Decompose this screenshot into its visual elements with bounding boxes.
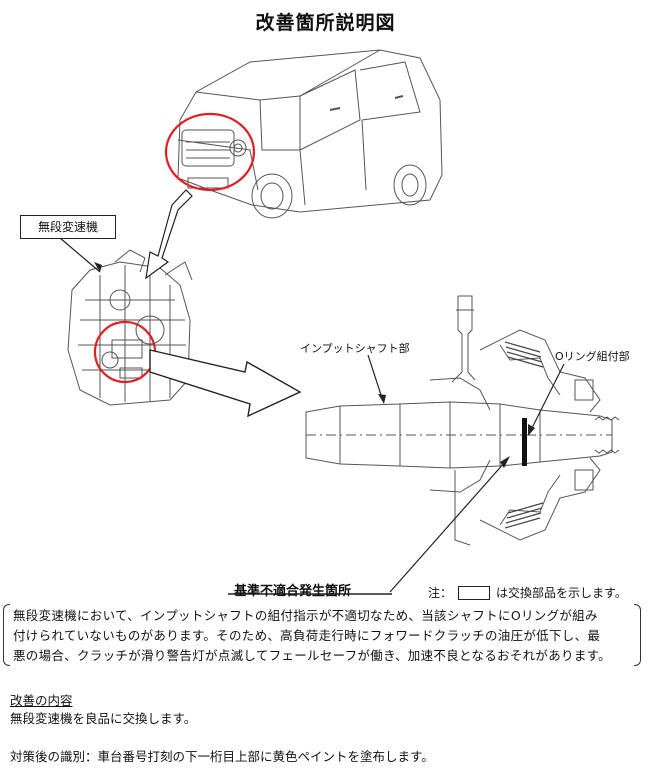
arrow-transmission-to-section [149,349,302,418]
oring-label: Oリング組付部 [555,350,630,363]
description-bracket-left [3,604,10,666]
identification-text: 対策後の識別：車台番号打刻の下一桁目上部に黄色ペイントを塗布します。 [10,749,434,764]
transmission-label: 無段変速機 [20,215,116,239]
legend-suffix: は交換部品を示します。 [496,586,627,600]
legend-swatch [458,585,491,600]
legend-prefix: 注： [428,586,453,600]
improvement-heading: 改善の内容 [10,693,73,708]
car-illustration [177,49,443,219]
page-title: 改善箇所説明図 [255,12,396,34]
defect-description: 無段変速機において、インプットシャフトの組付指示が不適切なため、当該シャフトにO… [10,604,637,666]
legend-note: 注： は交換部品を示します。 [428,584,627,601]
description-line: 無段変速機において、インプットシャフトの組付指示が不適切なため、当該シャフトにO… [13,608,598,623]
oring-marker [522,418,527,466]
description-line: 悪の場合、クラッチが滑り警告灯が点滅してフェールセーフが働き、加速不良となるおそ… [13,648,611,663]
improvement-body: 無段変速機を良品に交換します。 [10,711,197,726]
description-line: 付けられていないものがあります。そのため、高負荷走行時にフォワードクラッチの油圧… [13,628,601,643]
highlight-circle-car [164,112,256,192]
input-shaft-label: インプットシャフト部 [300,342,410,355]
nonconformity-label: 基準不適合発生箇所 [234,584,352,599]
arrow-car-to-transmission [145,189,193,280]
shaft-cross-section [305,295,620,546]
